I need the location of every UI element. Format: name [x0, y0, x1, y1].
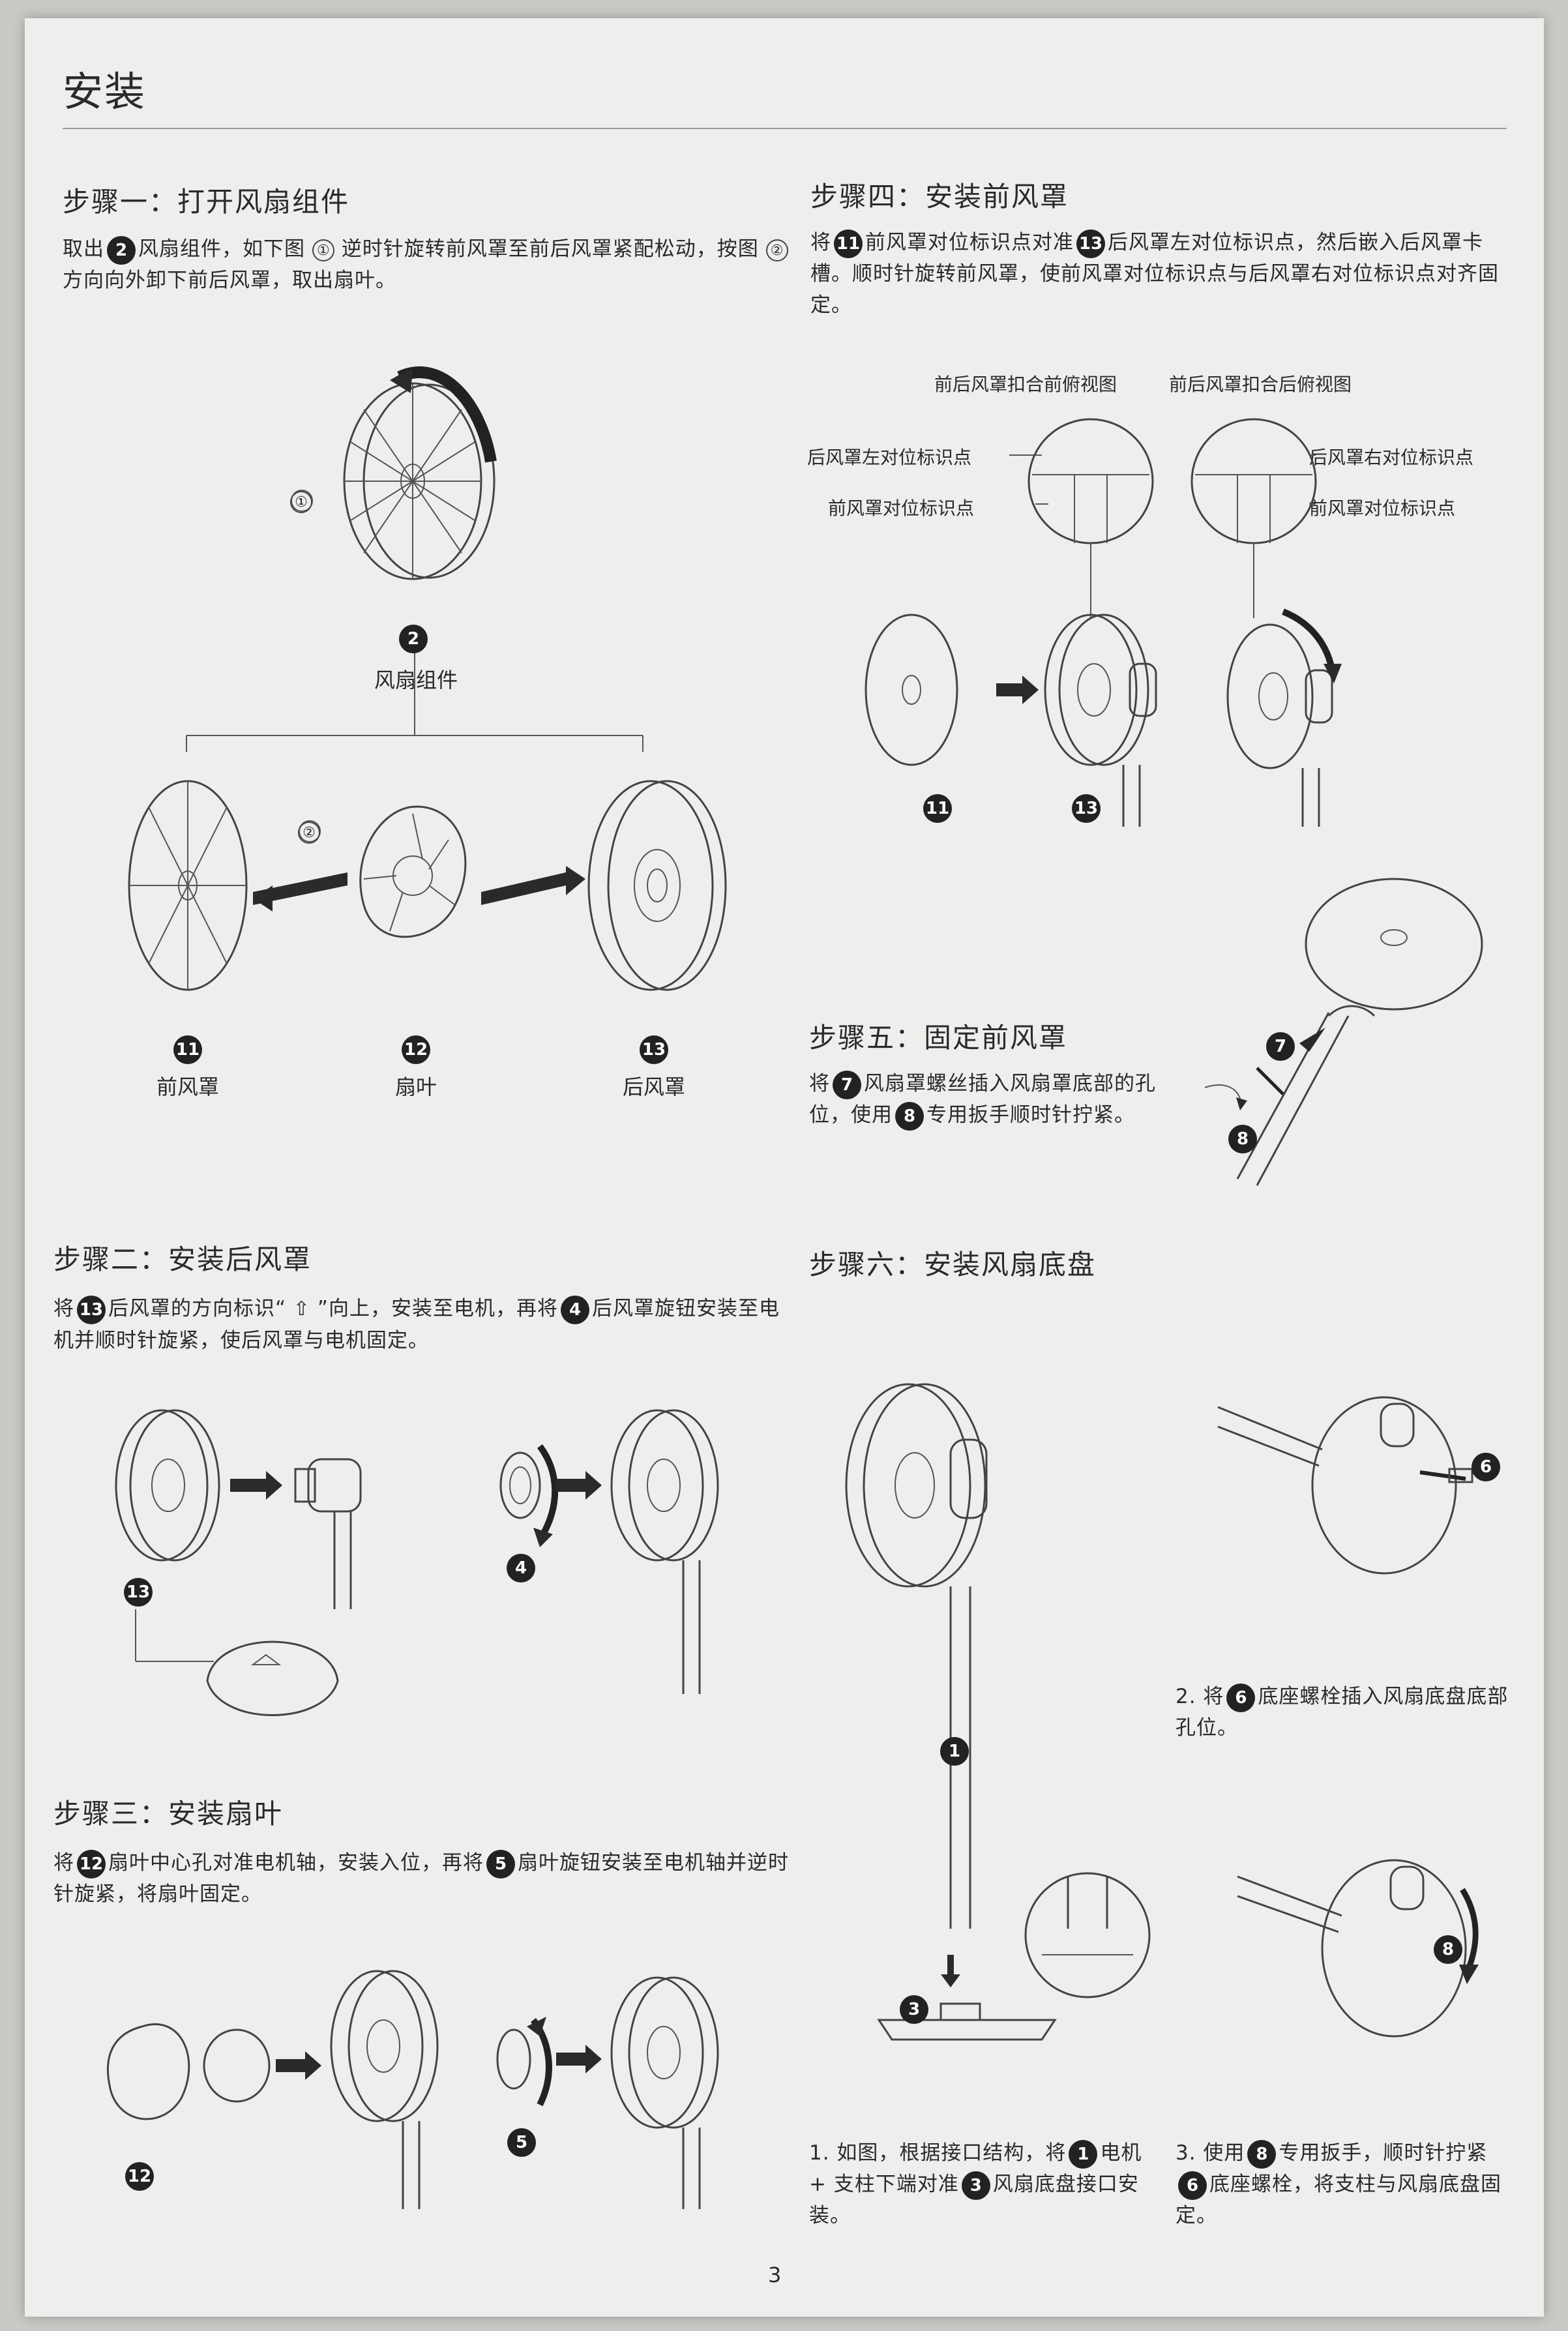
part-front-cover: 11 前风罩: [142, 1035, 233, 1101]
page-title: 安装: [63, 59, 146, 117]
circle-number: ②: [766, 239, 788, 261]
fig-label-2: ②: [298, 822, 320, 844]
step1-diagram: [116, 344, 768, 1114]
fig-badge: 3: [900, 1995, 928, 2024]
fig-badge: 11: [923, 794, 952, 823]
step5-heading: 步骤五：固定前风罩: [809, 1016, 1067, 1056]
step4-heading: 步骤四：安装前风罩: [810, 175, 1069, 215]
fig-badge: 7: [1266, 1032, 1295, 1061]
title-divider: [63, 128, 1507, 129]
fig-badge: 5: [507, 2128, 536, 2157]
part-rear-cover: 13 后风罩: [608, 1035, 700, 1101]
circle-number: ①: [312, 239, 334, 261]
fig-badge: 13: [124, 1578, 153, 1607]
step2-diagram: [83, 1388, 735, 1753]
front-cover-illustration: [129, 781, 246, 990]
fig-badge: 1: [940, 1737, 969, 1766]
view-after-label: 前后风罩扣合后俯视图: [1169, 370, 1352, 396]
step5-diagram: [1185, 859, 1511, 1205]
fan-blade-illustration: [361, 807, 466, 937]
page-number: 3: [768, 2263, 781, 2287]
badge-fan-assembly: 2: [399, 625, 428, 653]
step1-heading: 步骤一：打开风扇组件: [63, 180, 349, 220]
step2-heading: 步骤二：安装后风罩: [53, 1238, 312, 1277]
step3-heading: 步骤三：安装扇叶: [53, 1792, 283, 1832]
assembly-label: 风扇组件: [338, 664, 494, 694]
part-blade: 12 扇叶: [370, 1035, 462, 1101]
fig-label-1: ①: [290, 491, 312, 513]
fig-badge: 6: [1472, 1453, 1500, 1481]
step3-diagram: [90, 1955, 742, 2229]
fig-badge: 8: [1228, 1125, 1257, 1153]
fig-badge: 8: [1434, 1935, 1462, 1964]
fig-badge: 4: [507, 1554, 535, 1582]
fan-assembly-illustration: [344, 367, 494, 579]
fig-badge: 12: [125, 2162, 154, 2191]
fig-badge: 13: [1072, 794, 1101, 823]
step4-diagram: [859, 403, 1394, 846]
view-before-label: 前后风罩扣合前俯视图: [934, 370, 1117, 396]
badge: 2: [107, 236, 136, 265]
up-arrow-icon: ⇧: [293, 1298, 310, 1320]
step6-heading: 步骤六：安装风扇底盘: [809, 1243, 1096, 1283]
rear-cover-illustration: [589, 781, 726, 990]
